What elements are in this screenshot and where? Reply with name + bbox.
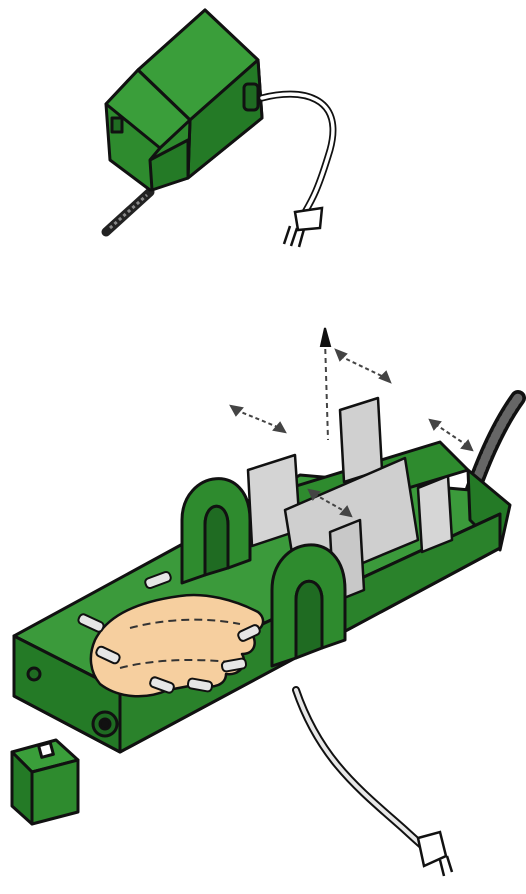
end-cap bbox=[12, 740, 78, 824]
opened-plug bbox=[418, 832, 452, 876]
opened-power-cord bbox=[296, 690, 430, 852]
threaded-rod bbox=[106, 192, 150, 232]
double-arrow-icon bbox=[231, 406, 285, 432]
arm-support-right bbox=[272, 545, 345, 666]
closed-housing bbox=[106, 10, 262, 190]
closed-plug bbox=[284, 208, 322, 247]
closed-power-cord bbox=[262, 94, 333, 212]
opened-device bbox=[12, 398, 518, 876]
vertical-arrow-icon bbox=[321, 328, 330, 440]
closed-device bbox=[106, 10, 333, 247]
double-arrow-icon bbox=[336, 350, 390, 382]
